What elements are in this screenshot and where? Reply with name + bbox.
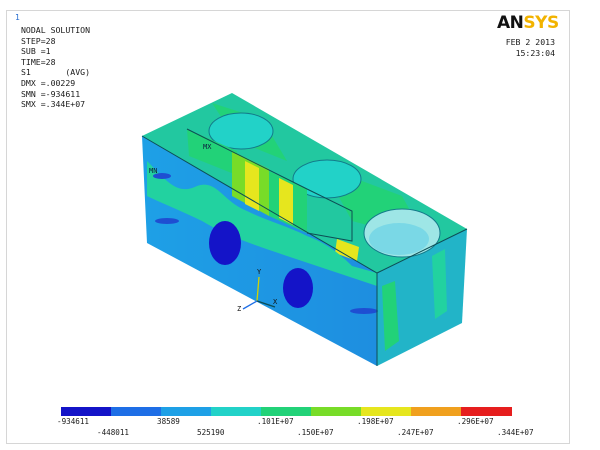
info-line: SMN =-934611 (21, 88, 81, 99)
logo-text-sys: SYS (523, 13, 559, 33)
legend-tick-label: .198E+07 (357, 417, 394, 426)
solution-info-block: NODAL SOLUTION STEP=28 SUB =1 TIME=28 S1… (21, 25, 90, 110)
info-line: SUB =1 (21, 46, 51, 57)
contour-plot-model[interactable]: MX MN Y X Z (7, 11, 569, 401)
top-hole (292, 159, 362, 199)
legend-color-bar (61, 407, 512, 416)
top-hole (208, 112, 274, 150)
front-min-zone (283, 268, 313, 308)
front-patch-green (147, 161, 377, 286)
front-low-zone (153, 173, 171, 179)
date-label: FEB 2 2013 (505, 37, 555, 47)
legend-tick-label: 525190 (197, 428, 225, 437)
logo-text-an: AN (497, 13, 524, 33)
slot-edge (186, 128, 353, 242)
right-patch-green (382, 281, 399, 351)
info-line: SMX =.344E+07 (21, 99, 86, 110)
hole-inner-shade (369, 223, 429, 255)
slot-rib (279, 178, 293, 225)
timestamp-block: FEB 2 2013 15:23:04 (485, 37, 555, 58)
info-line: S1 (AVG) (21, 67, 91, 78)
legend-tick-label: 38589 (157, 417, 180, 426)
legend-color-cell (261, 407, 312, 416)
info-line: DMX =.00229 (21, 77, 76, 88)
top-patch-yellow (335, 239, 359, 261)
info-line: STEP=28 (21, 35, 56, 46)
legend-color-cell (161, 407, 212, 416)
max-marker: MX (203, 143, 212, 151)
slot-wall (187, 129, 239, 176)
time-label: 15:23:04 (515, 47, 555, 58)
window-number: 1 (15, 13, 20, 22)
legend-tick-label: -934611 (57, 417, 90, 426)
info-line: NODAL SOLUTION (21, 25, 91, 35)
triad-z-label: Z (237, 305, 241, 313)
ansys-logo: ANSYS (497, 13, 559, 33)
legend-color-cell (61, 407, 112, 416)
legend-color-cell (211, 407, 262, 416)
legend-tick-label: .296E+07 (457, 417, 494, 426)
coordinate-triad: Y X Z (237, 268, 278, 313)
legend-color-cell (361, 407, 412, 416)
legend-color-cell (411, 407, 462, 416)
triad-x-label: X (273, 298, 278, 306)
legend-color-cell (461, 407, 512, 416)
right-patch-green (432, 249, 447, 319)
legend-color-cell (311, 407, 362, 416)
legend-tick-label: -448011 (97, 428, 130, 437)
legend-tick-label: .150E+07 (297, 428, 334, 437)
legend-tick-label: .101E+07 (257, 417, 294, 426)
legend-color-cell (111, 407, 162, 416)
legend-tick-label: .344E+07 (497, 428, 534, 437)
info-line: TIME=28 (21, 56, 56, 67)
front-low-zone (350, 308, 378, 314)
front-low-zone (155, 218, 179, 224)
front-min-zone (209, 221, 241, 265)
triad-y-label: Y (257, 268, 262, 276)
legend-tick-label: .247E+07 (397, 428, 434, 437)
min-marker: MN (149, 167, 157, 175)
graphics-window[interactable]: 1 NODAL SOLUTION STEP=28 SUB =1 TIME=28 … (6, 10, 570, 444)
